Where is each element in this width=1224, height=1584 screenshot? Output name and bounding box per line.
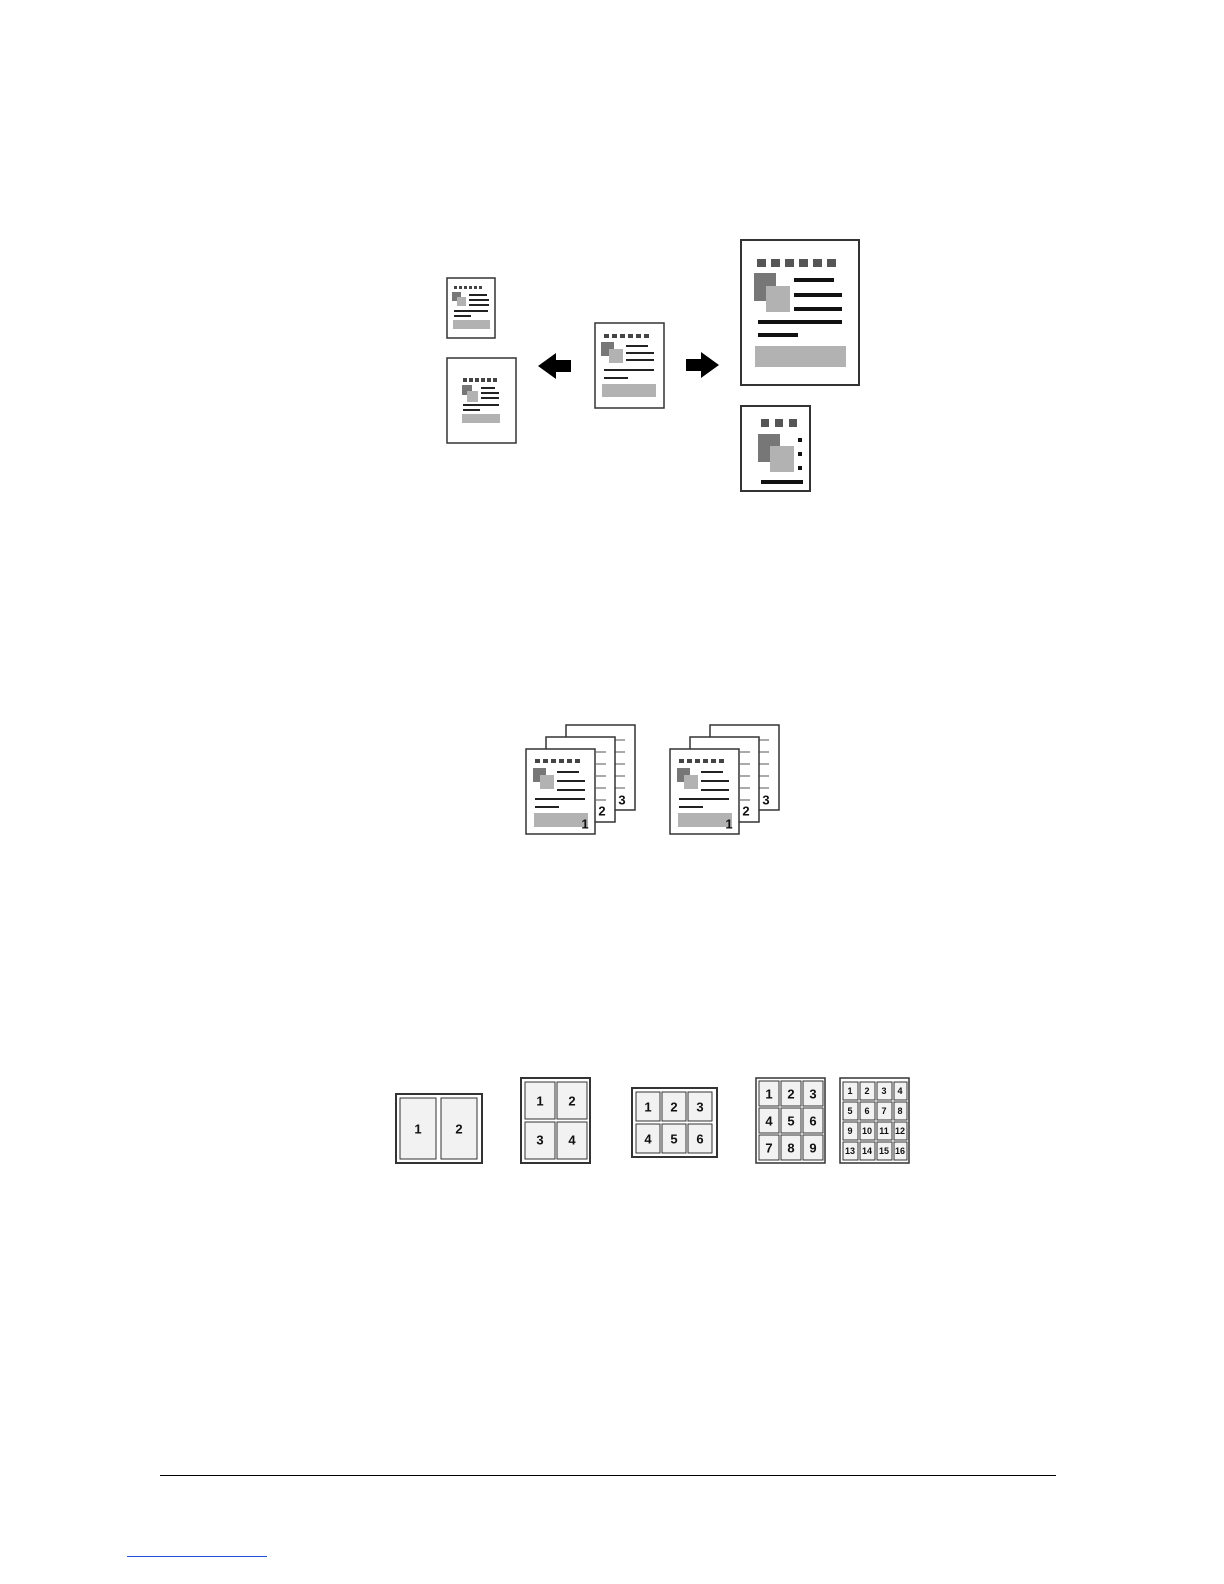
page-number: 1	[725, 817, 732, 832]
page-number: 6	[696, 1132, 703, 1147]
reduced-page-small	[447, 278, 495, 338]
page-number: 4	[568, 1133, 576, 1148]
page-number: 2	[598, 804, 605, 819]
page-number: 9	[847, 1126, 852, 1136]
page-number: 3	[762, 793, 769, 808]
arrow-right-icon	[686, 352, 719, 378]
page-number: 11	[879, 1126, 889, 1136]
enlarged-page	[741, 240, 859, 385]
collated-set: 3 2 1	[670, 725, 779, 834]
page-number: 3	[696, 1100, 703, 1115]
layout-6-up: 1 2 3 4 5 6	[632, 1088, 717, 1157]
page-number: 2	[568, 1094, 575, 1109]
page-number: 16	[895, 1146, 905, 1156]
page-number: 12	[895, 1126, 905, 1136]
page-number: 14	[862, 1146, 872, 1156]
page-number: 2	[670, 1100, 677, 1115]
page-number: 7	[765, 1141, 772, 1156]
page-number: 7	[881, 1106, 886, 1116]
zoom-figure	[447, 240, 859, 491]
footer-divider	[160, 1475, 1056, 1476]
collate-figure: 3 2 1	[526, 725, 779, 834]
page-number: 1	[414, 1122, 421, 1137]
page-number: 3	[536, 1133, 543, 1148]
reduced-page-fit	[447, 358, 516, 443]
page-number: 9	[809, 1141, 816, 1156]
page-number: 1	[847, 1086, 852, 1096]
page-number: 15	[879, 1146, 889, 1156]
page-number: 10	[862, 1126, 872, 1136]
combine-figure: 1 2 1 2 3 4 1 2 3 4 5	[396, 1078, 909, 1163]
layout-16-up: 1 2 3 4 5 6 7 8 9 10 11 12 13 14 15 16	[840, 1078, 909, 1163]
page-number: 5	[787, 1114, 794, 1129]
enlarged-page-partial	[741, 406, 810, 491]
page-number: 6	[864, 1106, 869, 1116]
layout-9-up: 1 2 3 4 5 6 7 8 9	[756, 1078, 825, 1163]
page-number: 5	[847, 1106, 852, 1116]
arrow-left-icon	[538, 353, 571, 379]
page-number: 3	[618, 793, 625, 808]
footer-link-underline[interactable]	[127, 1556, 267, 1557]
page-number: 2	[864, 1086, 869, 1096]
page-number: 8	[897, 1106, 902, 1116]
collated-set: 3 2 1	[526, 725, 635, 834]
page-number: 4	[644, 1132, 652, 1147]
page-number: 2	[455, 1122, 462, 1137]
layout-4-up: 1 2 3 4	[521, 1078, 590, 1163]
page-number: 3	[809, 1087, 816, 1102]
page-number: 1	[581, 817, 588, 832]
page-number: 13	[845, 1146, 855, 1156]
layout-2-up: 1 2	[396, 1094, 482, 1163]
page-number: 4	[897, 1086, 902, 1096]
page-number: 5	[670, 1132, 677, 1147]
page-number: 6	[809, 1114, 816, 1129]
page-number: 8	[787, 1141, 794, 1156]
original-page	[595, 323, 664, 408]
page-number: 4	[765, 1114, 773, 1129]
page-number: 1	[536, 1094, 543, 1109]
page-number: 1	[765, 1087, 772, 1102]
page-number: 2	[742, 804, 749, 819]
page-number: 1	[644, 1100, 651, 1115]
page-number: 3	[881, 1086, 886, 1096]
page-number: 2	[787, 1087, 794, 1102]
